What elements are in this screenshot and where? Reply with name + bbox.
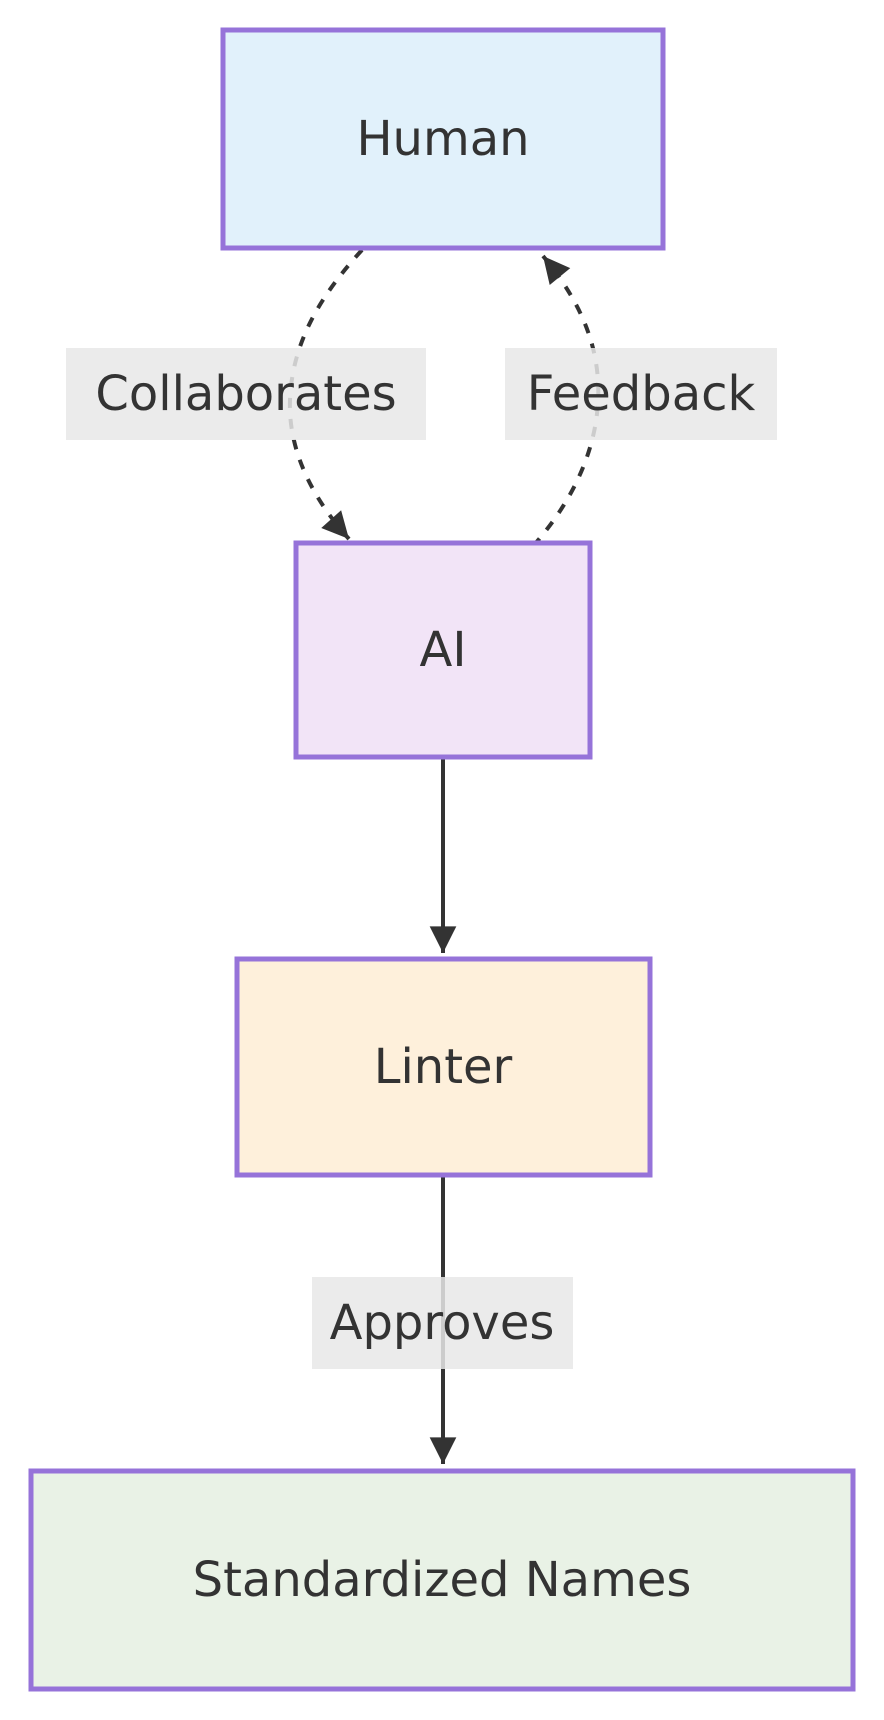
edge-label-background: [505, 348, 777, 440]
edge-label-collaborates: Collaborates: [66, 348, 426, 440]
node-ai-label: AI: [420, 622, 467, 678]
edge-label-background: [66, 348, 426, 440]
edge-label-background: [312, 1277, 573, 1369]
edge-label-text: Approves: [330, 1295, 555, 1351]
node-standardized-names-label: Standardized Names: [193, 1552, 692, 1608]
edge-label-feedback: Feedback: [505, 348, 777, 440]
node-human: Human: [220, 27, 666, 251]
node-ai-box: [293, 540, 593, 760]
edge-ai-to-human: [531, 254, 601, 548]
node-linter: Linter: [234, 956, 653, 1178]
node-standardized-names: Standardized Names: [28, 1468, 856, 1692]
edge-label-text: Feedback: [527, 366, 756, 422]
node-human-label: Human: [356, 111, 529, 167]
node-ai: AI: [293, 540, 593, 760]
edge-label-approves: Approves: [312, 1277, 573, 1369]
node-linter-label: Linter: [374, 1039, 513, 1095]
node-linter-box: [234, 956, 653, 1178]
edge-label-text: Collaborates: [95, 366, 396, 422]
node-standardized-names-box: [28, 1468, 856, 1692]
node-human-box: [220, 27, 666, 251]
